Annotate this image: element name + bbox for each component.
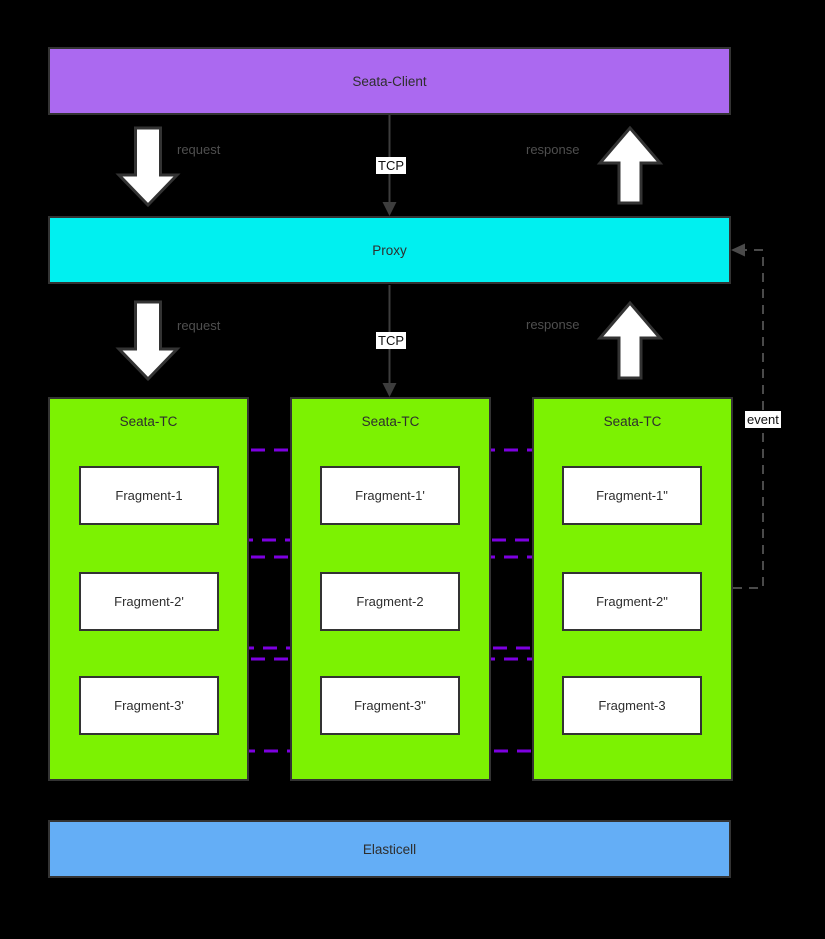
fragment-box: Fragment-2' <box>79 572 219 631</box>
fragment-box: Fragment-1' <box>320 466 460 525</box>
node-seata-tc-label: Seata-TC <box>361 414 420 429</box>
fragment-box: Fragment-1" <box>562 466 702 525</box>
request-arrow-down-icon <box>115 126 181 208</box>
request-arrow-down-icon <box>115 300 181 382</box>
node-seata-client-label: Seata-Client <box>352 73 427 89</box>
node-elasticell: Elasticell <box>48 820 731 878</box>
arrowhead-down-icon <box>382 383 397 397</box>
node-seata-tc-label: Seata-TC <box>119 414 178 429</box>
node-seata-client: Seata-Client <box>48 47 731 115</box>
fragment-label: Fragment-3 <box>598 698 666 713</box>
node-proxy-label: Proxy <box>372 242 407 258</box>
fragment-box: Fragment-2" <box>562 572 702 631</box>
fragment-box: Fragment-1 <box>79 466 219 525</box>
fragment-label: Fragment-2" <box>596 594 668 609</box>
node-elasticell-label: Elasticell <box>362 841 417 857</box>
tcp-label: TCP <box>376 157 406 174</box>
request-label: request <box>177 318 221 333</box>
fragment-box: Fragment-3" <box>320 676 460 735</box>
fragment-box: Fragment-3 <box>562 676 702 735</box>
node-seata-tc-label: Seata-TC <box>603 414 662 429</box>
fragment-label: Fragment-3" <box>354 698 426 713</box>
arrowhead-down-icon <box>382 202 397 216</box>
fragment-label: Fragment-1 <box>115 488 183 503</box>
fragment-box: Fragment-2 <box>320 572 460 631</box>
fragment-label: Fragment-2 <box>356 594 424 609</box>
fragment-label: Fragment-2' <box>114 594 184 609</box>
response-label: response <box>526 142 580 157</box>
response-label: response <box>526 317 580 332</box>
fragment-label: Fragment-1' <box>355 488 425 503</box>
response-arrow-up-icon <box>596 300 664 380</box>
fragment-box: Fragment-3' <box>79 676 219 735</box>
fragment-label: Fragment-3' <box>114 698 184 713</box>
fragment-label: Fragment-1" <box>596 488 668 503</box>
request-label: request <box>177 142 221 157</box>
node-proxy: Proxy <box>48 216 731 284</box>
event-label: event <box>745 411 781 428</box>
tcp-label: TCP <box>376 332 406 349</box>
response-arrow-up-icon <box>596 125 664 205</box>
arrowhead-left-icon <box>731 243 745 257</box>
